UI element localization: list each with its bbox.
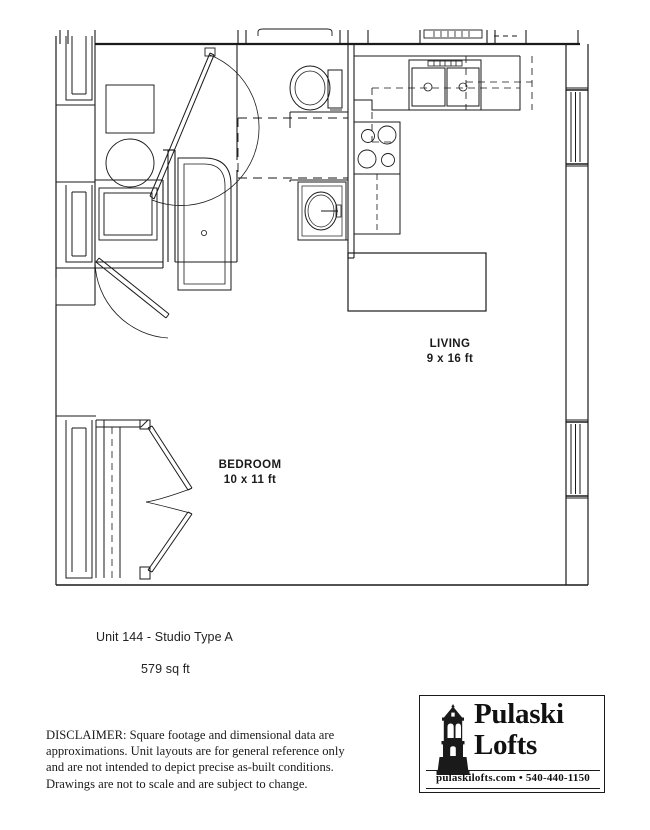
washer-dryer-closet <box>98 84 158 241</box>
room-label-living: LIVING 9 x 16 ft <box>385 337 515 367</box>
bathroom <box>163 44 238 263</box>
kitchen-island <box>347 252 487 312</box>
bedroom-dimensions: 10 x 11 ft <box>223 474 277 486</box>
interior-partitions <box>94 44 164 269</box>
living-room-dimensions: 9 x 16 ft <box>426 353 474 365</box>
disclaimer-line-2: approximations. Unit layouts are for gen… <box>46 744 345 759</box>
floor-plan-drawing <box>55 28 589 586</box>
top-wall-band <box>59 28 580 46</box>
window-lower-right <box>565 419 589 499</box>
washer <box>105 84 155 134</box>
bell-tower-icon <box>436 704 470 775</box>
disclaimer-line-3: and are not intended to depict precise a… <box>46 760 334 775</box>
left-wall-niches <box>56 36 96 579</box>
logo-divider <box>426 770 600 771</box>
entry-door <box>94 257 170 339</box>
base-cabinet-lower <box>353 173 401 235</box>
disclaimer-line-4: Drawings are not to scale and are subjec… <box>46 776 308 791</box>
disclaimer-line-1: DISCLAIMER: Square footage and dimension… <box>46 728 335 742</box>
living-room-name: LIVING <box>429 338 471 350</box>
pulaski-lofts-logo: Pulaski Lofts pulaskilofts.com • 540-440… <box>419 695 605 793</box>
bedroom-name: BEDROOM <box>218 459 282 471</box>
logo-bottom-rule <box>426 788 600 790</box>
entry-wall-stub <box>55 268 96 306</box>
logo-inner: Pulaski Lofts pulaskilofts.com • 540-440… <box>424 699 602 790</box>
soffit-dashed <box>237 117 349 179</box>
dryer <box>105 138 155 188</box>
logo-name-line-1: Pulaski <box>474 698 564 730</box>
vanity-wall <box>289 179 348 241</box>
logo-name-line-2: Lofts <box>474 729 537 761</box>
bathtub <box>177 157 232 291</box>
toilet <box>289 65 343 111</box>
unit-title: Unit 144 - Studio Type A <box>96 630 233 644</box>
logo-wordmark: Pulaski Lofts <box>474 699 602 761</box>
bathroom-door <box>149 47 260 206</box>
room-label-bedroom: BEDROOM 10 x 11 ft <box>185 458 315 488</box>
kitchen-sink <box>408 59 482 111</box>
disclaimer-text: DISCLAIMER: Square footage and dimension… <box>46 727 382 792</box>
window-upper-right <box>565 87 589 167</box>
four-burner-range <box>353 121 401 175</box>
kitchen-counter <box>353 55 533 143</box>
bedroom-double-doors <box>95 419 193 580</box>
vanity-sink <box>297 181 347 241</box>
toilet-enclosure <box>289 111 348 128</box>
unit-area: 579 sq ft <box>141 662 190 676</box>
kitchen-walls <box>347 44 355 259</box>
logo-contact-info: pulaskilofts.com • 540-440-1150 <box>436 772 590 784</box>
